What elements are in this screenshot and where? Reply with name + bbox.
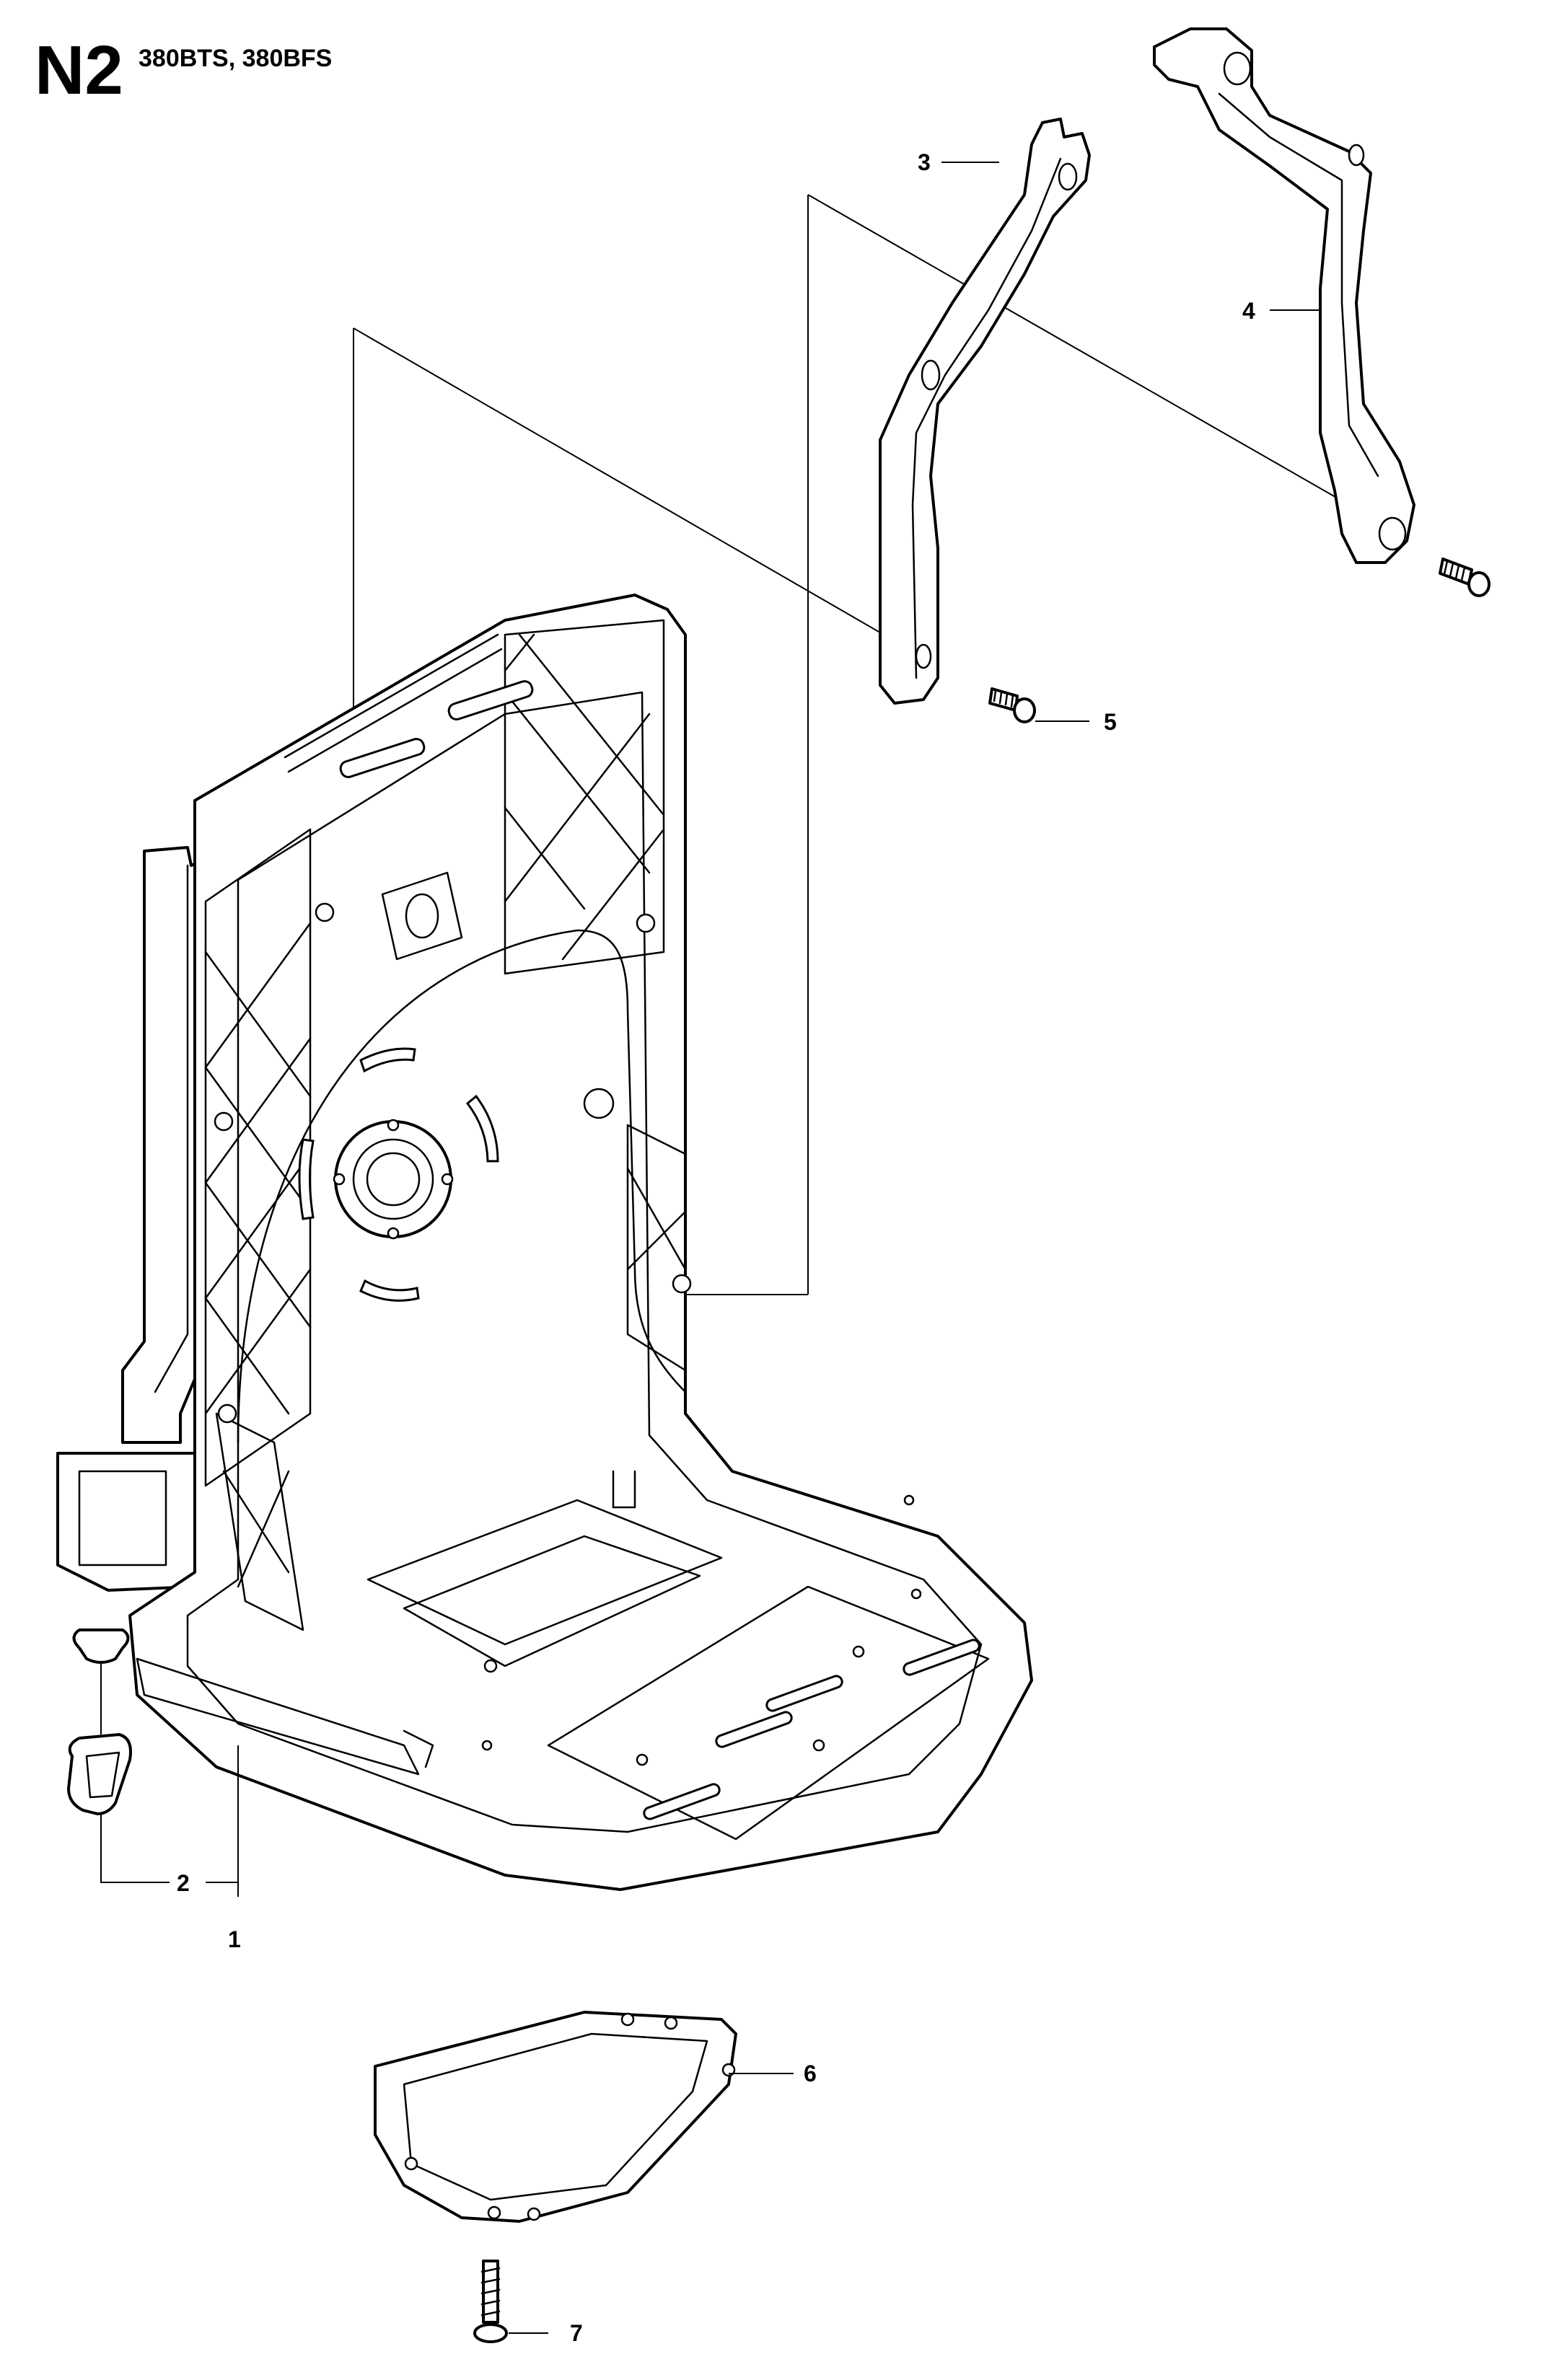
left-lattice [204,828,312,1487]
callout-leaders [100,162,1320,2334]
plate-screw [473,2260,508,2343]
callout-7: 7 [570,2320,583,2346]
callout-3: 3 [918,149,931,175]
model-list: 380BTS, 380BFS [139,45,333,72]
handle-screw-upper [1439,557,1490,597]
handle-screw-lower [988,687,1036,723]
callout-5: 5 [1104,709,1117,735]
callout-labels: 1 2 3 4 5 6 7 [177,149,1255,2346]
backplate-frame [56,594,1033,1891]
callout-6: 6 [804,2061,817,2086]
fan-hub [333,1119,454,1240]
handle-bar-left [879,118,1091,705]
callout-1: 1 [228,1926,241,1952]
d-ring-loop [67,1628,132,1815]
right-lattice [215,619,687,1631]
callout-4: 4 [1242,298,1255,324]
handle-bar-right [1153,27,1415,564]
diagram-code: N2 [35,32,123,109]
foot-grid-plate [374,2011,737,2223]
callout-2: 2 [177,1870,190,1896]
